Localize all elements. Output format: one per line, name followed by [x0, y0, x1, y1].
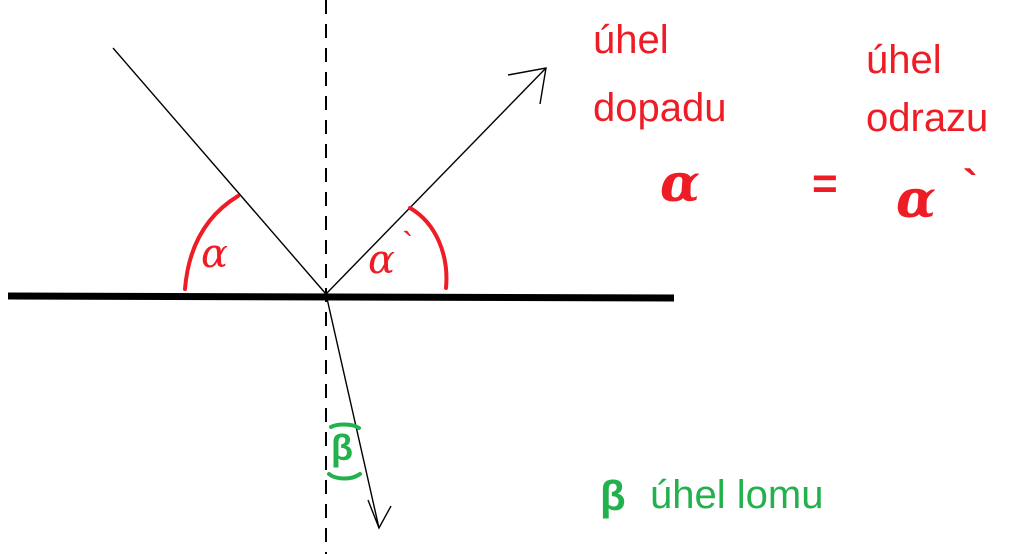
incidence-angle-label-line1: úhel [593, 18, 669, 62]
reflected-ray-arrowhead [507, 67, 547, 105]
incident-ray [112, 47, 327, 295]
alpha-prime-arc-mark: ` [402, 226, 414, 264]
equals-sign: = [812, 159, 838, 208]
alpha-prime-arc-symbol: α [368, 237, 396, 283]
alpha-prime-angle-arc [408, 206, 449, 290]
beta-arc-symbol: β [331, 427, 353, 468]
refraction-angle-label: úhel lomu [650, 473, 824, 517]
beta-angle-arc [327, 422, 362, 481]
reflection-angle-label-line2: odrazu [866, 96, 989, 140]
alpha-prime-mark: ` [963, 161, 978, 210]
reflected-ray [325, 67, 547, 295]
refracted-ray-arrowhead [367, 499, 392, 530]
refracted-ray [325, 293, 380, 529]
alpha-angle-arc [183, 194, 240, 291]
refraction-beta-symbol: β [600, 472, 626, 519]
alpha-symbol: α [660, 153, 701, 214]
surface-line [7, 292, 675, 302]
incidence-angle-label-line2: dopadu [593, 86, 727, 130]
alpha-arc-symbol: α [201, 231, 229, 277]
alpha-prime-symbol: α [896, 169, 937, 230]
reflection-angle-label-line1: úhel [866, 38, 942, 82]
